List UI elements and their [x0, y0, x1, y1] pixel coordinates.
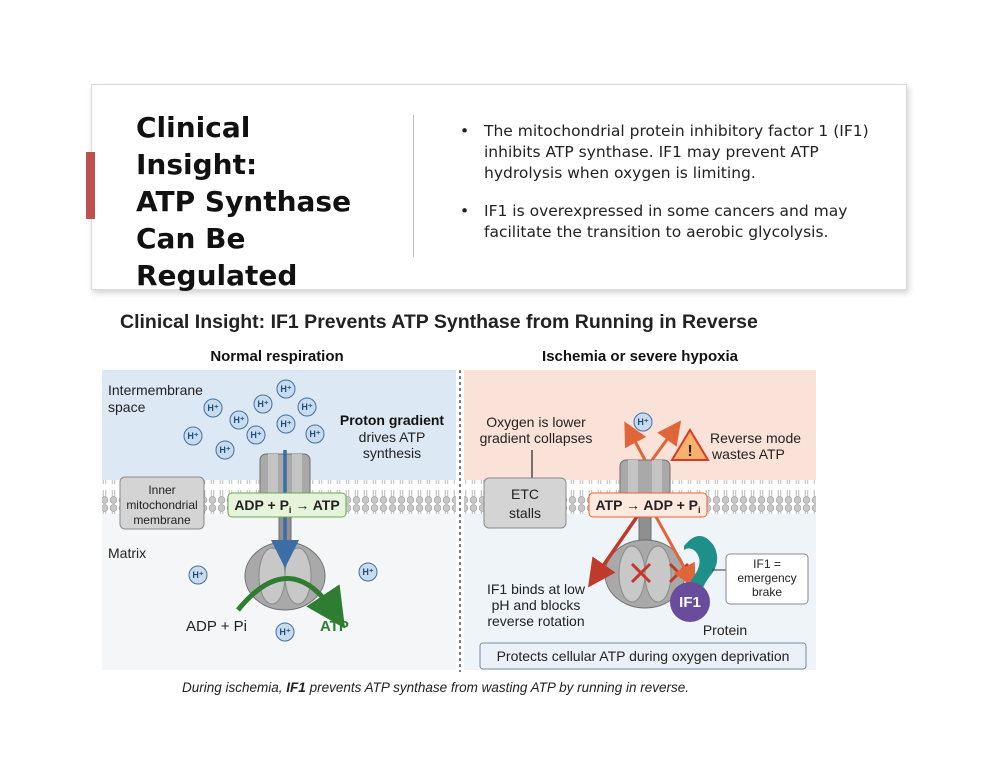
- proton-label: H⁺: [219, 445, 230, 455]
- proton-icon: [253, 394, 273, 414]
- membrane-label: membrane: [133, 513, 191, 527]
- etc-label: stalls: [509, 505, 541, 521]
- proton-label: H⁺: [233, 415, 244, 425]
- intermembrane-label: Intermembrane: [108, 382, 203, 398]
- bullet-item: IF1 is overexpressed in some cancers and…: [460, 201, 880, 243]
- title-line: Regulated: [136, 259, 298, 292]
- proton-icon: [215, 440, 235, 460]
- reverse-rotation-arrow: [648, 505, 696, 589]
- accent-bar: [86, 152, 95, 219]
- proton-escape-arrow: [624, 421, 647, 461]
- proton-icon: [276, 379, 296, 399]
- if1-binds-label: reverse rotation: [487, 613, 584, 629]
- if1-binds-label: pH and blocks: [492, 597, 581, 613]
- title-line: Clinical Insight:: [136, 111, 258, 181]
- proton-label: H⁺: [187, 431, 198, 441]
- if1-diagram: Clinical Insight: IF1 Prevents ATP Synth…: [102, 311, 816, 695]
- left-panel-heading: Normal respiration: [210, 348, 343, 365]
- proton-icon: [358, 562, 378, 582]
- hydrolysis-reaction: ATP → ADP + Pi: [595, 497, 700, 515]
- reverse-mode-label: Reverse mode: [710, 430, 801, 446]
- hydrolysis-reaction-box: [588, 492, 708, 518]
- if1-binds-label: IF1 binds at low: [487, 581, 586, 597]
- synthesis-reaction: ADP + Pi → ATP: [234, 497, 339, 515]
- proton-gradient-label: synthesis: [363, 445, 421, 461]
- proton-gradient-label: Proton gradient: [340, 412, 445, 428]
- proton-label: H⁺: [301, 402, 312, 412]
- protects-box: [479, 642, 807, 670]
- proton-label: H⁺: [309, 429, 320, 439]
- proton-icon: [305, 424, 325, 444]
- figure-caption: During ischemia, IF1 prevents ATP syntha…: [182, 680, 689, 695]
- matrix-label: Matrix: [108, 545, 146, 561]
- vertical-divider: [413, 115, 414, 257]
- proton-label: H⁺: [257, 399, 268, 409]
- proton-icon: [183, 426, 203, 446]
- right-panel-heading: Ischemia or severe hypoxia: [542, 348, 739, 365]
- bullet-list: The mitochondrial protein inhibitory fac…: [460, 121, 880, 260]
- proton-label: H⁺: [250, 430, 261, 440]
- brake-callout-box: [725, 553, 809, 605]
- protects-label: Protects cellular ATP during oxygen depr…: [497, 648, 790, 664]
- slide-card: Clinical Insight: ATP Synthase Can Be Re…: [91, 84, 907, 292]
- synthesis-reaction-box: [227, 492, 347, 518]
- proton-label: H⁺: [362, 567, 373, 577]
- proton-cluster: H⁺ H⁺ H⁺ H⁺ H⁺ H⁺ H⁺ H⁺ H⁺ H⁺: [183, 379, 325, 460]
- slide-title: Clinical Insight: ATP Synthase Can Be Re…: [136, 109, 376, 294]
- atp-production-arrow: [236, 576, 346, 629]
- protein-label: Protein: [703, 622, 747, 638]
- oxygen-lower-label: gradient collapses: [480, 430, 593, 446]
- atp-product-label: ATP: [320, 618, 349, 635]
- title-line: ATP Synthase: [136, 185, 352, 218]
- proton-icon: [203, 398, 223, 418]
- proton-label: H⁺: [280, 384, 291, 394]
- proton-label: H⁺: [207, 403, 218, 413]
- proton-label: H⁺: [280, 419, 291, 429]
- etc-box: [483, 477, 567, 529]
- bullet-item: The mitochondrial protein inhibitory fac…: [460, 121, 880, 184]
- brake-label: IF1 =: [753, 557, 781, 571]
- adp-pi-label: ADP + Pi: [186, 618, 247, 635]
- proton-label: H⁺: [279, 627, 290, 637]
- reverse-mode-label: wastes ATP: [711, 446, 785, 462]
- etc-label: ETC: [511, 486, 539, 502]
- proton-escape-arrow: [650, 420, 682, 461]
- proton-icon: [246, 425, 266, 445]
- title-line: Can Be: [136, 222, 246, 255]
- proton-label: H⁺: [637, 417, 648, 427]
- proton-icon: [297, 397, 317, 417]
- intermembrane-label: space: [108, 399, 146, 415]
- proton-icon: [229, 410, 249, 430]
- oxygen-lower-label: Oxygen is lower: [486, 414, 586, 430]
- if1-protein-head: [670, 582, 710, 622]
- svg-text:!: !: [687, 443, 692, 460]
- membrane-label: Inner: [148, 483, 175, 497]
- proton-icon: [275, 622, 295, 642]
- membrane-label-box: [119, 476, 205, 530]
- proton-label: H⁺: [192, 570, 203, 580]
- figure-title: Clinical Insight: IF1 Prevents ATP Synth…: [120, 311, 758, 333]
- proton-icon: [633, 412, 653, 432]
- proton-gradient-label: drives ATP: [359, 429, 426, 445]
- brake-label: emergency: [737, 571, 796, 585]
- membrane-label: mitochondrial: [126, 498, 197, 512]
- proton-icon: [188, 565, 208, 585]
- proton-icon: [276, 414, 296, 434]
- brake-label: brake: [752, 585, 782, 599]
- if1-label: IF1: [679, 594, 701, 611]
